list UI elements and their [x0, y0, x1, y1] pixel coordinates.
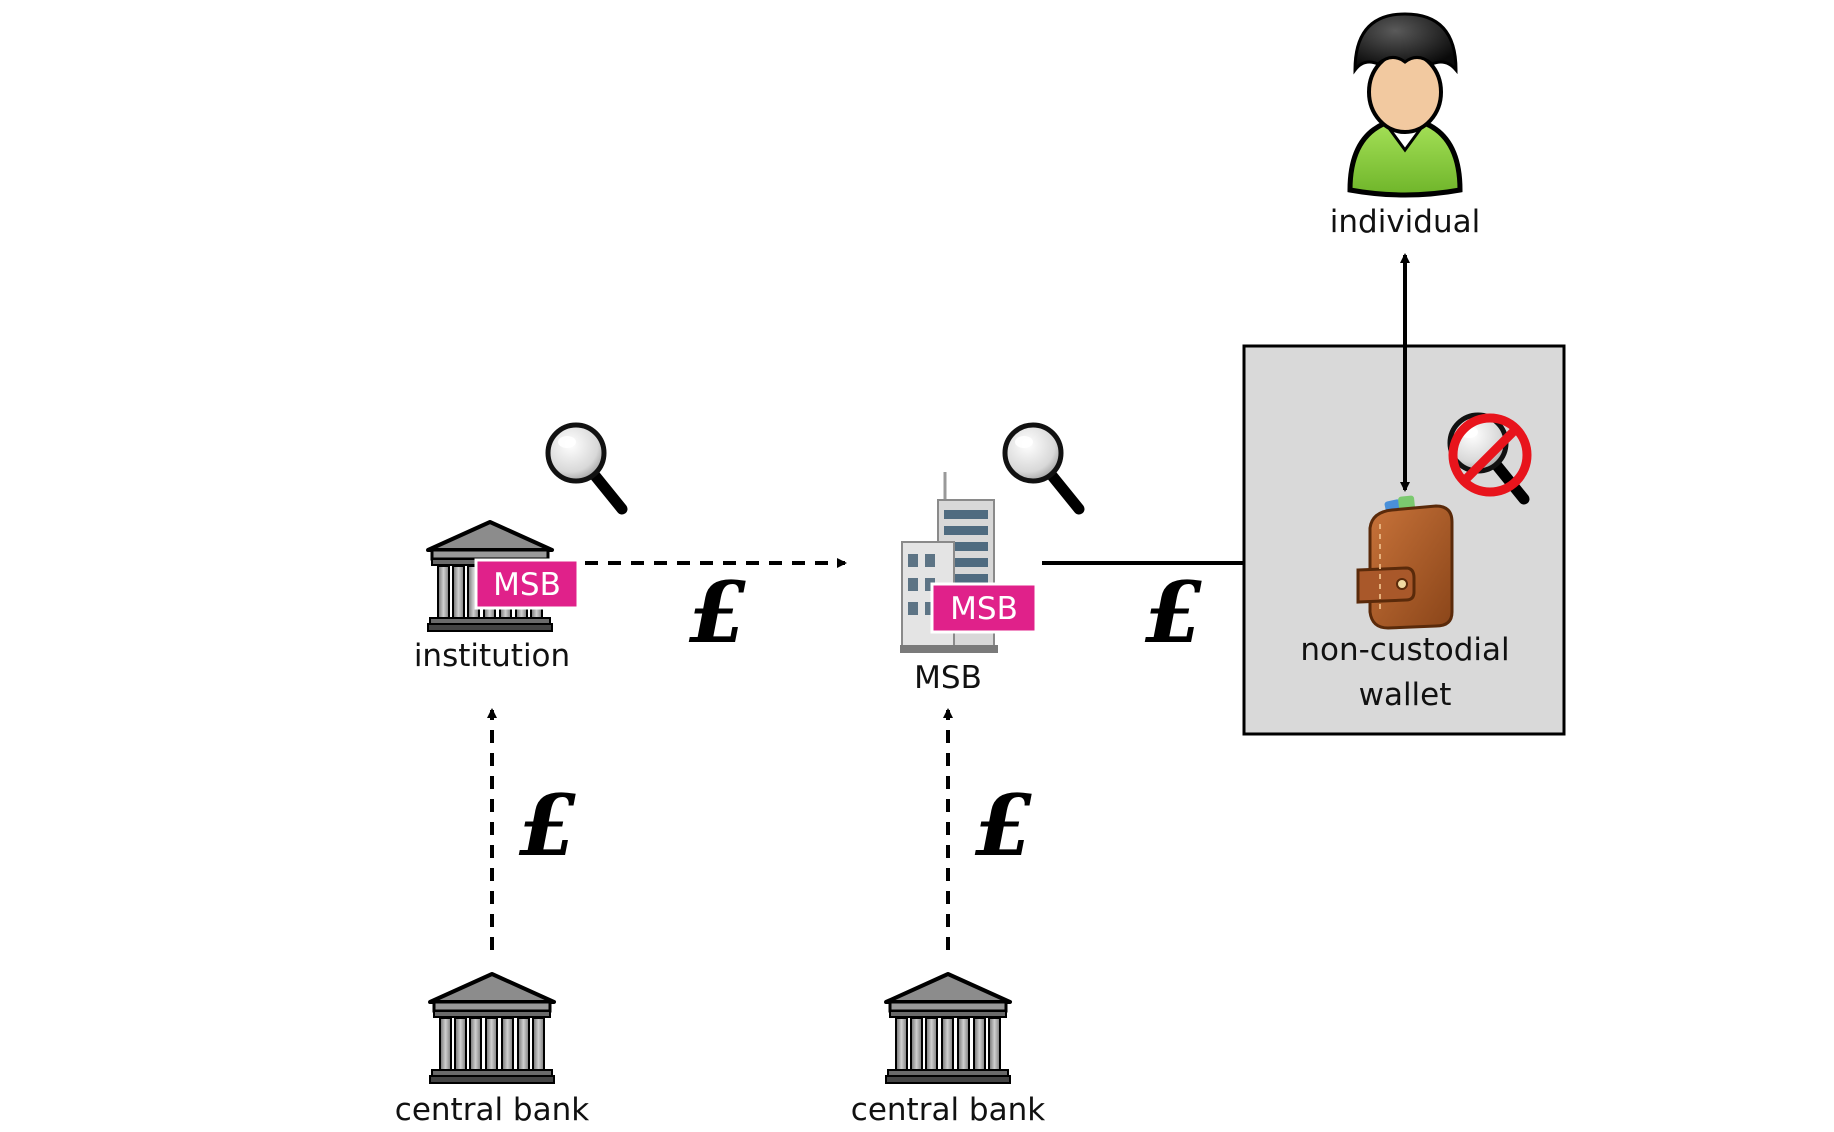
central-bank-label: central bank: [395, 1092, 589, 1128]
magnifier-icon: [548, 425, 622, 509]
msb-badge-label: MSB: [950, 591, 1018, 627]
wallet-node: non-custodial wallet: [1300, 415, 1532, 713]
wallet-icon: [1356, 495, 1454, 630]
bank-building-icon: [884, 972, 1012, 1085]
individual-node: individual: [1330, 12, 1480, 240]
pound-symbol: £: [975, 776, 1033, 875]
currency-symbols: £ £ £ £: [519, 563, 1203, 875]
individual-label: individual: [1330, 204, 1480, 240]
institution-node: MSB institution: [414, 425, 622, 674]
msb-badge: MSB: [930, 582, 1038, 634]
msb-label: MSB: [914, 660, 982, 696]
central-bank-label: central bank: [851, 1092, 1045, 1128]
pound-symbol: £: [1145, 563, 1203, 662]
bank-building-icon: [428, 972, 556, 1085]
pound-symbol: £: [689, 563, 747, 662]
msb-node: MSB MSB: [900, 425, 1079, 696]
no-magnifier-icon: [1450, 415, 1532, 499]
central-bank-node-right: central bank: [851, 972, 1045, 1128]
wallet-label-line1: non-custodial: [1300, 632, 1509, 668]
institution-label: institution: [414, 638, 570, 674]
pound-symbol: £: [519, 776, 577, 875]
msb-badge-label: MSB: [493, 567, 561, 603]
magnifier-icon: [1005, 425, 1079, 509]
msb-badge: MSB: [474, 558, 580, 610]
wallet-label-line2: wallet: [1359, 677, 1452, 713]
central-bank-node-left: central bank: [395, 972, 589, 1128]
person-icon: [1347, 12, 1463, 198]
